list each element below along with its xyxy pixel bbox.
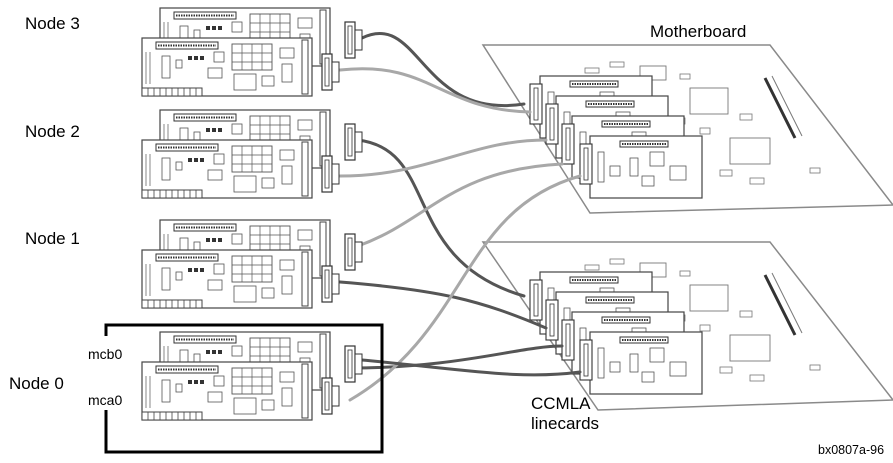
mca0-label: mca0 <box>88 392 123 408</box>
motherboard-label: Motherboard <box>650 22 747 41</box>
node0-label: Node 0 <box>9 374 64 393</box>
ccmla-linecards-label: CCMLA linecards <box>531 394 599 434</box>
mcb0-label: mcb0 <box>88 346 123 362</box>
node2-label: Node 2 <box>25 122 80 141</box>
node0-cards <box>141 331 363 421</box>
node1-cards <box>141 219 363 309</box>
ccmla-label-line1: CCMLA <box>531 394 591 413</box>
node0-highlight-frame <box>104 323 384 454</box>
node3-label: Node 3 <box>25 14 80 33</box>
node1-label: Node 1 <box>25 229 80 248</box>
node3-cards <box>141 7 363 97</box>
ccmla-label-line2: linecards <box>531 414 600 433</box>
node2-cards <box>141 109 363 199</box>
cables <box>338 31 582 402</box>
figure-code-label: bx0807a-96 <box>818 443 885 457</box>
